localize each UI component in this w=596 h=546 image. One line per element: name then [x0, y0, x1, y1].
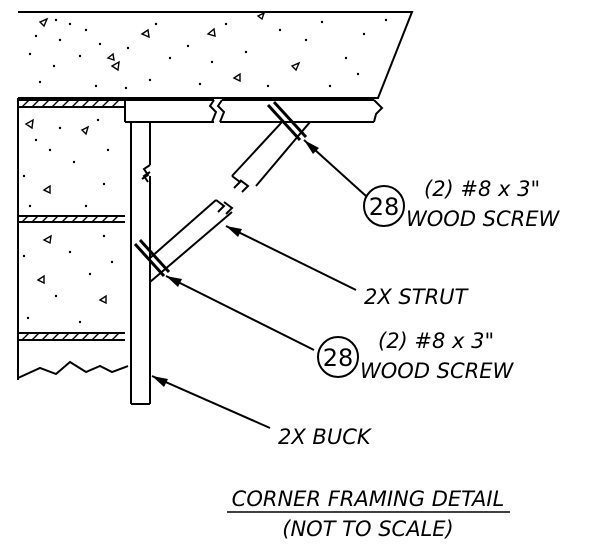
callout-quantity: (2) #8 x 3" — [378, 329, 494, 353]
title-block: CORNER FRAMING DETAIL (NOT TO SCALE) — [227, 487, 510, 541]
callout-upper: 28 (2) #8 x 3" WOOD SCREW — [363, 177, 561, 231]
concrete-slab — [18, 11, 414, 99]
callout-tag-number: 28 — [323, 344, 354, 372]
concrete-wall — [17, 98, 129, 380]
callout-screw-type: WOOD SCREW — [360, 359, 515, 383]
buck-member — [130, 122, 151, 405]
callout-screw-type: WOOD SCREW — [406, 207, 561, 231]
callout-tag-circle — [317, 336, 359, 378]
callout-tag-circle — [363, 185, 405, 227]
wall-break-line — [17, 360, 129, 379]
strut-label: 2X STRUT — [364, 285, 470, 309]
leader-upper-screw — [303, 139, 367, 197]
callout-quantity: (2) #8 x 3" — [424, 177, 540, 201]
leader-lower-screw — [165, 275, 315, 351]
detail-subtitle: (NOT TO SCALE) — [282, 517, 454, 541]
slab-aggregate — [28, 11, 388, 90]
leader-buck — [151, 375, 271, 429]
screw-lower — [133, 238, 171, 278]
detail-title: CORNER FRAMING DETAIL — [232, 487, 505, 511]
callout-lower: 28 (2) #8 x 3" WOOD SCREW — [317, 329, 515, 383]
buck-label: 2X BUCK — [278, 425, 373, 449]
screw-upper — [266, 100, 308, 142]
wall-hatch-bands — [18, 99, 125, 341]
strut-member — [149, 121, 311, 283]
callout-tag-number: 28 — [369, 193, 400, 221]
leader-strut — [225, 225, 357, 291]
wall-aggregate — [22, 118, 114, 324]
top-plate — [124, 99, 384, 123]
